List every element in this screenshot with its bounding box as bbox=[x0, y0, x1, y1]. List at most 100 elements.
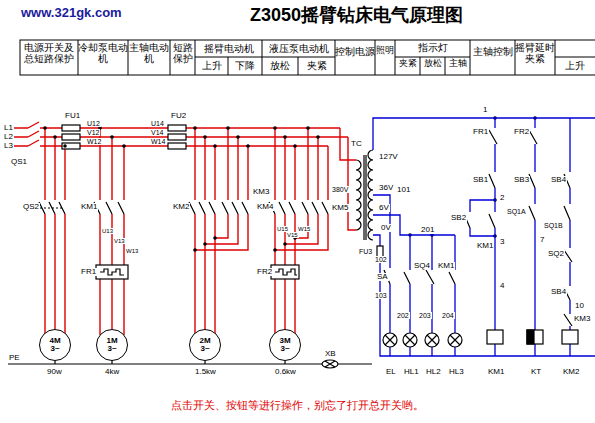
motor-symbol: 3M3~ bbox=[269, 329, 301, 361]
watermark: www.321gk.com bbox=[20, 6, 123, 19]
voltage-label: 127V bbox=[378, 153, 399, 161]
table-cell: 放松 bbox=[420, 59, 445, 69]
wire-number: 7 bbox=[539, 236, 545, 244]
wire-name: U14 bbox=[150, 120, 165, 127]
part-label: FR2 bbox=[256, 268, 273, 276]
part-label: KM5 bbox=[331, 204, 349, 212]
motor-symbol: 2M3~ bbox=[189, 329, 221, 361]
part-label: FU3 bbox=[358, 248, 373, 255]
part-label: HL2 bbox=[425, 368, 442, 376]
part-label: FR1 bbox=[472, 128, 489, 136]
part-label: KM2 bbox=[562, 368, 580, 376]
part-label: FR2 bbox=[513, 128, 530, 136]
table-cell: 主轴 bbox=[445, 59, 470, 69]
wire-number: 101 bbox=[396, 186, 411, 194]
part-label: KM2 bbox=[172, 203, 190, 211]
wire-name: V14 bbox=[150, 129, 164, 136]
line-name: L3 bbox=[3, 142, 14, 150]
wire-name: V12 bbox=[86, 129, 100, 136]
wire-name: W15 bbox=[297, 226, 311, 232]
table-cell: 指示灯 bbox=[395, 42, 470, 53]
part-label: EL bbox=[385, 368, 397, 376]
voltage-label: 6V bbox=[378, 204, 390, 212]
line-name: L1 bbox=[3, 124, 14, 132]
rating-label: 4kw bbox=[104, 368, 120, 376]
part-label: KT bbox=[530, 368, 542, 376]
motor-symbol: 1M3~ bbox=[96, 329, 128, 361]
motor-label: 3~ bbox=[200, 345, 209, 353]
part-label: FU1 bbox=[64, 112, 81, 120]
rating-label: 90w bbox=[46, 368, 63, 376]
part-label: KM4 bbox=[256, 203, 274, 211]
part-label: SB4 bbox=[550, 288, 567, 296]
part-label: SB3 bbox=[513, 176, 530, 184]
part-label: QS1 bbox=[10, 158, 28, 166]
table-cell: 上升 bbox=[195, 60, 228, 71]
wire-name: V13 bbox=[113, 238, 126, 244]
part-label: SB1 bbox=[472, 176, 489, 184]
part-label: PE bbox=[8, 354, 21, 362]
wire-number: 204 bbox=[441, 312, 455, 319]
table-cell: 照明 bbox=[375, 46, 395, 56]
motor-label: 3M bbox=[279, 337, 290, 345]
voltage-label: 0V bbox=[380, 224, 392, 232]
part-label: KM1 bbox=[476, 242, 494, 250]
motor-label: 2M bbox=[199, 337, 210, 345]
rating-label: 0.6kw bbox=[274, 368, 297, 376]
wire-number: 103 bbox=[374, 292, 388, 299]
wire-number: 203 bbox=[418, 312, 432, 319]
wire-name: W13 bbox=[125, 248, 139, 254]
part-label: TC bbox=[350, 140, 363, 148]
part-label: FR1 bbox=[80, 268, 97, 276]
caption-note: 点击开关、按钮等进行操作，别忘了打开总开关哟。 bbox=[0, 399, 595, 411]
part-label: HL1 bbox=[403, 368, 420, 376]
motor-label: 4M bbox=[49, 337, 60, 345]
wire-name: U13 bbox=[101, 228, 114, 234]
table-cell: 下降 bbox=[228, 60, 262, 71]
wire-number: 202 bbox=[396, 312, 410, 319]
line-name: L2 bbox=[3, 133, 14, 141]
motor-label: 1M bbox=[106, 337, 117, 345]
part-label: XB bbox=[324, 350, 337, 358]
motor-symbol: 4M3~ bbox=[39, 329, 71, 361]
part-label: SB4 bbox=[550, 176, 567, 184]
rating-label: 1.5kw bbox=[194, 368, 217, 376]
voltage-label: 380V bbox=[331, 186, 349, 193]
table-cell: 主轴控制 bbox=[470, 46, 515, 57]
table-cell: 短路保护 bbox=[170, 42, 195, 64]
motor-label: 3~ bbox=[50, 345, 59, 353]
part-label: FU2 bbox=[170, 112, 187, 120]
part-label: KM1 bbox=[437, 262, 455, 270]
part-label: SB2 bbox=[450, 214, 467, 222]
wire-number: 10 bbox=[574, 302, 585, 310]
part-label: KM3 bbox=[573, 315, 591, 323]
diagram-title: Z3050摇臂钻床电气原理图 bbox=[250, 6, 463, 26]
motor-label: 3~ bbox=[107, 345, 116, 353]
wire-number: 201 bbox=[420, 226, 435, 234]
voltage-label: 36V bbox=[378, 184, 394, 192]
table-cell: 主轴电动机 bbox=[128, 42, 170, 64]
part-label: SQ4 bbox=[413, 262, 431, 270]
wire-number: 102 bbox=[374, 256, 388, 263]
part-label: QS2 bbox=[22, 203, 40, 211]
table-cell: 放松 bbox=[262, 60, 298, 71]
wire-number: 4 bbox=[499, 282, 505, 290]
part-label: SQ1A bbox=[506, 208, 527, 215]
table-cell: 上升 bbox=[555, 60, 595, 71]
table-cell: 摇臂电动机 bbox=[195, 43, 262, 54]
wire-number: 2 bbox=[499, 194, 505, 202]
part-label: HL3 bbox=[448, 368, 465, 376]
part-label: SQ2 bbox=[547, 250, 565, 258]
wire-name: W12 bbox=[86, 138, 102, 145]
wire-name: U12 bbox=[86, 120, 101, 127]
table-cell: 电源开关及总短路保护 bbox=[20, 42, 78, 64]
table-cell: 摇臂延时夹紧 bbox=[515, 42, 555, 64]
wire-number: 1 bbox=[482, 106, 488, 114]
table-cell: 液压泵电动机 bbox=[262, 43, 335, 54]
part-label: KM3 bbox=[252, 188, 270, 196]
wire-number: 3 bbox=[499, 238, 505, 246]
motor-label: 3~ bbox=[280, 345, 289, 353]
table-cell: 控制电源 bbox=[335, 46, 375, 57]
wire-name: W14 bbox=[150, 138, 166, 145]
part-label: KM1 bbox=[487, 368, 505, 376]
